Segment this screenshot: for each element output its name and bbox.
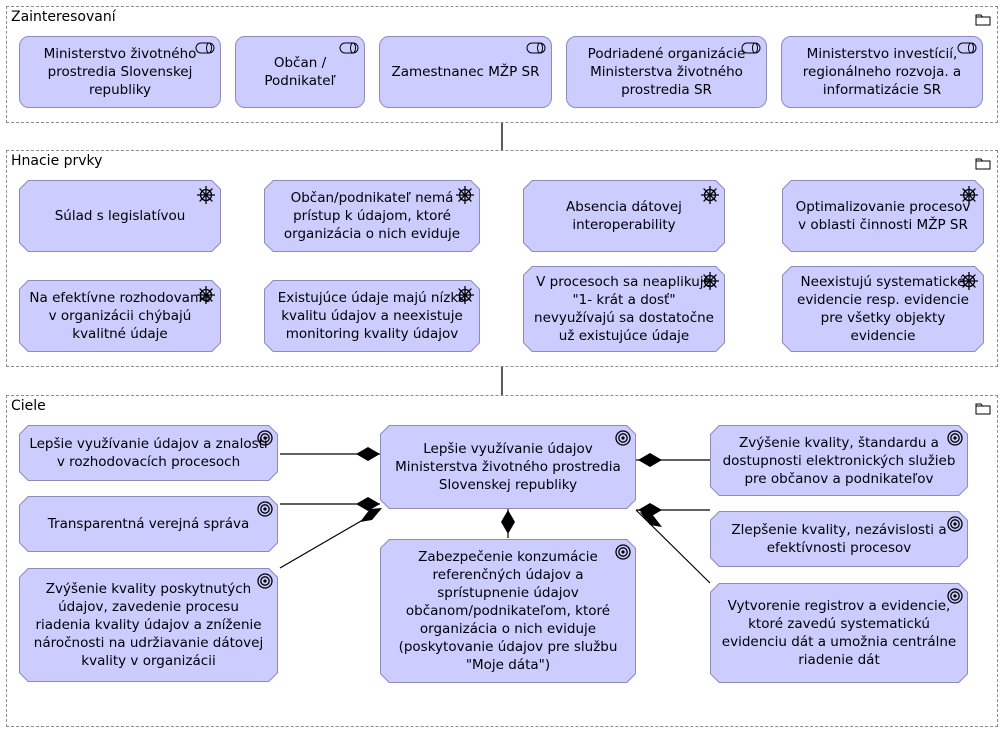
group-drivers: Hnacie prvky: [6, 150, 998, 367]
goal-node[interactable]: Zvýšenie kvality, štandardu a dostupnost…: [710, 425, 968, 496]
goal-node[interactable]: Transparentná verejná správa: [19, 496, 278, 552]
group-title: Zainteresovaní: [11, 9, 116, 25]
group-stakeholders: Zainteresovaní: [6, 6, 998, 123]
node-label: Zabezpečenie konzumácie referenčných úda…: [398, 549, 618, 673]
node-label: Existujúce údaje majú nízku kvalitu údaj…: [277, 290, 467, 342]
driver-icon: [700, 271, 720, 291]
folder-icon: [975, 403, 991, 415]
folder-icon: [975, 14, 991, 26]
stakeholder-node[interactable]: Zamestnanec MŽP SR: [379, 36, 552, 108]
node-label: Občan / Podnikateľ: [264, 55, 336, 89]
aggregation-diamond: [356, 497, 380, 511]
node-label: Zamestnanec MŽP SR: [391, 64, 540, 80]
driver-node[interactable]: Absencia dátovej interoperability: [523, 180, 725, 252]
node-label: Transparentná verejná správa: [47, 516, 250, 532]
node-label: Zvýšenie kvality, štandardu a dostupnost…: [722, 434, 956, 487]
goal-icon: [257, 430, 273, 446]
stakeholder-icon: [741, 42, 761, 54]
goal-icon: [615, 544, 631, 560]
node-label: Lepšie využívanie údajov a znalostí v ro…: [29, 436, 268, 470]
goal-icon: [615, 430, 631, 446]
driver-icon: [196, 285, 216, 305]
folder-icon: [975, 158, 991, 170]
aggregation-diamond: [638, 453, 662, 467]
stakeholder-node[interactable]: Občan / Podnikateľ: [235, 36, 365, 108]
driver-icon: [959, 185, 979, 205]
group-goals: Ciele: [6, 395, 998, 727]
goal-node[interactable]: Zabezpečenie konzumácie referenčných úda…: [380, 539, 636, 683]
driver-node[interactable]: V procesoch sa neaplikuje "1- krát a dos…: [523, 266, 725, 352]
goal-icon: [947, 588, 963, 604]
stakeholder-icon: [195, 42, 215, 54]
stakeholder-icon: [957, 42, 977, 54]
goal-icon: [947, 430, 963, 446]
group-title: Hnacie prvky: [11, 153, 103, 169]
aggregation-diamond: [356, 447, 380, 461]
node-label: Zlepšenie kvality, nezávislosti a efektí…: [731, 522, 947, 556]
goal-node[interactable]: Lepšie využívanie údajov a znalostí v ro…: [19, 425, 278, 481]
aggregation-diamond: [501, 510, 515, 534]
node-label: V procesoch sa neaplikuje "1- krát a dos…: [534, 274, 714, 344]
driver-icon: [959, 271, 979, 291]
goal-node-main[interactable]: Lepšie využívanie údajov Ministerstva ži…: [380, 425, 636, 509]
aggregation-diamond: [640, 512, 662, 527]
node-label: Podriadené organizácie Ministerstva živo…: [587, 46, 746, 98]
driver-node[interactable]: Súlad s legislatívou: [19, 180, 221, 252]
goal-icon: [257, 501, 273, 517]
driver-icon: [455, 285, 475, 305]
driver-node[interactable]: Existujúce údaje majú nízku kvalitu údaj…: [264, 280, 480, 352]
driver-icon: [455, 185, 475, 205]
group-title: Ciele: [11, 398, 46, 414]
node-label: Ministerstvo investícií, regionálneho ro…: [802, 46, 962, 98]
node-label: Ministerstvo životného prostredia Sloven…: [43, 46, 197, 98]
stakeholder-icon: [526, 42, 546, 54]
goal-node[interactable]: Vytvorenie registrov a evidencie, ktoré …: [710, 583, 968, 683]
stakeholder-icon: [339, 42, 359, 54]
node-label: Zvýšenie kvality poskytnutých údajov, za…: [33, 581, 264, 669]
driver-node[interactable]: Občan/podnikateľ nemá prístup k údajom, …: [264, 180, 480, 252]
goal-node[interactable]: Zvýšenie kvality poskytnutých údajov, za…: [19, 568, 278, 682]
aggregation-diamond: [360, 508, 382, 522]
driver-icon: [700, 185, 720, 205]
node-label: Absencia dátovej interoperability: [566, 199, 682, 233]
node-label: Súlad s legislatívou: [54, 208, 186, 224]
stakeholder-node[interactable]: Ministerstvo investícií, regionálneho ro…: [781, 36, 983, 108]
goal-node[interactable]: Zlepšenie kvality, nezávislosti a efektí…: [710, 511, 968, 567]
goal-icon: [257, 573, 273, 589]
node-label: Lepšie využívanie údajov Ministerstva ži…: [395, 441, 621, 493]
node-label: Na efektívne rozhodovanie v organizácii …: [29, 290, 211, 342]
node-label: Optimalizovanie procesov v oblasti činno…: [795, 199, 971, 233]
node-label: Občan/podnikateľ nemá prístup k údajom, …: [283, 190, 461, 242]
node-label: Vytvorenie registrov a evidencie, ktoré …: [721, 598, 957, 668]
node-label: Neexistujú systematické evidencie resp. …: [797, 274, 969, 344]
goal-icon: [947, 516, 963, 532]
driver-icon: [196, 185, 216, 205]
driver-node[interactable]: Na efektívne rozhodovanie v organizácii …: [19, 280, 221, 352]
stakeholder-node[interactable]: Ministerstvo životného prostredia Sloven…: [19, 36, 221, 108]
driver-node[interactable]: Neexistujú systematické evidencie resp. …: [782, 266, 984, 352]
driver-node[interactable]: Optimalizovanie procesov v oblasti činno…: [782, 180, 984, 252]
stakeholder-node[interactable]: Podriadené organizácie Ministerstva živo…: [566, 36, 767, 108]
